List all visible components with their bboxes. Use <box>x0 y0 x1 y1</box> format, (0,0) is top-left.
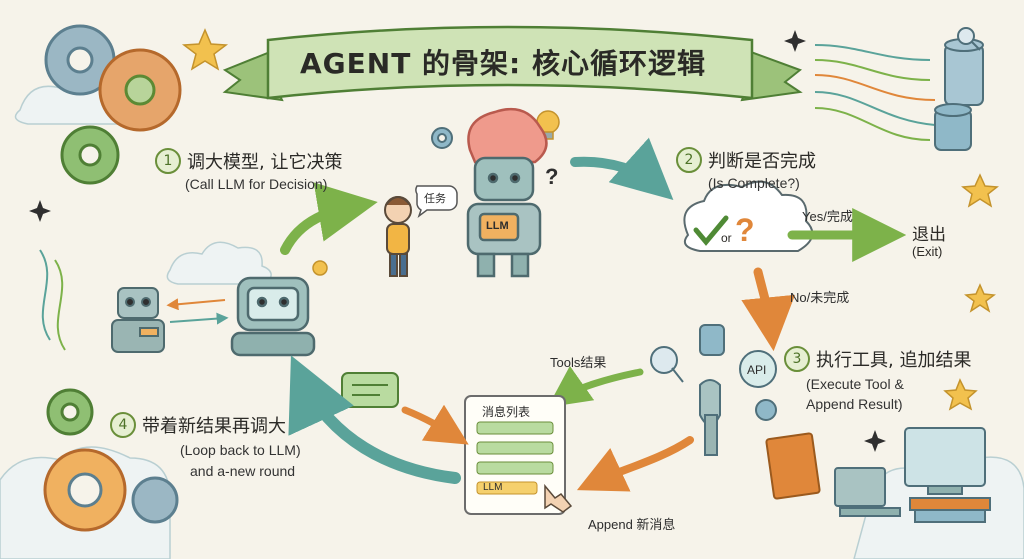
step-2-number: 2 <box>676 147 702 173</box>
data-stream-lines <box>814 44 936 141</box>
step-4-subtitle-line1: (Loop back to LLM) <box>180 442 301 458</box>
step-4-title-row: 4 带着新结果再调大 <box>110 412 286 438</box>
flow-arrow-to-decision <box>570 137 674 201</box>
step-1-title-row: 1 调大模型, 让它决策 <box>155 148 342 174</box>
llm-badge-label: LLM <box>486 220 509 232</box>
tool-cluster <box>650 324 777 456</box>
message-llm-row-label: LLM <box>483 482 503 493</box>
step-1-title: 调大模型, 让它决策 <box>187 152 343 173</box>
child-figure <box>384 196 412 277</box>
step-3-title: 执行工具, 追加结果 <box>816 350 972 371</box>
lightbulb-icon <box>312 110 560 276</box>
api-badge-label: API <box>747 363 767 377</box>
yes-label: Yes/完成 <box>802 209 853 224</box>
gear-icon <box>431 127 453 149</box>
decision-cloud <box>683 180 814 252</box>
gear-icon <box>43 388 179 532</box>
checkmark-icon <box>693 215 729 246</box>
step-1-number: 1 <box>155 148 181 174</box>
step-2-subtitle: (Is Complete?) <box>708 175 800 191</box>
tools-result-arrow <box>547 365 644 408</box>
flow-arrow-to-llm <box>280 182 378 255</box>
title-banner <box>222 25 803 102</box>
step-3-title-row: 3 执行工具, 追加结果 <box>784 346 971 372</box>
page-title: AGENT 的骨架: 核心循环逻辑 <box>300 47 707 80</box>
exit-subtitle: (Exit) <box>912 244 943 259</box>
step-4-title: 带着新结果再调大 <box>142 416 286 437</box>
step-3-subtitle-line2: Append Result) <box>806 396 903 412</box>
no-label: No/未完成 <box>790 290 850 305</box>
step-2-title-row: 2 判断是否完成 <box>676 147 816 173</box>
question-mark-icon: ? <box>735 212 755 248</box>
book-icon <box>765 432 821 500</box>
exit-title: 退出 <box>912 225 946 245</box>
chat-bubble-icon <box>341 372 399 408</box>
llm-question-mark-icon: ? <box>545 164 559 189</box>
big-robot <box>230 276 316 357</box>
task-bubble-label: 任务 <box>424 193 446 205</box>
database-icon <box>934 38 984 151</box>
hand-pointer-icon <box>544 483 573 513</box>
decision-or-label: or <box>721 231 732 245</box>
llm-robot <box>466 107 548 278</box>
no-arrow <box>741 267 796 352</box>
exchange-arrows <box>166 298 229 325</box>
star-decoration <box>181 28 999 411</box>
gear-icon <box>44 24 182 185</box>
step-3-subtitle-line1: (Execute Tool & <box>806 376 904 392</box>
step-3-number: 3 <box>784 346 810 372</box>
message-list-title: 消息列表 <box>482 405 531 419</box>
loop-back-arrow <box>288 355 461 484</box>
step-1-subtitle: (Call LLM for Decision) <box>185 176 328 192</box>
append-label: Append 新消息 <box>588 517 676 532</box>
sparkle-decoration <box>29 30 886 452</box>
small-robot <box>111 287 165 353</box>
task-speech-bubble <box>415 185 458 219</box>
append-arrow <box>576 436 694 492</box>
tools-result-label: Tools结果 <box>550 355 607 370</box>
stream-decoration <box>39 249 66 351</box>
computer-icon <box>834 427 991 523</box>
step-2-title: 判断是否完成 <box>708 151 816 172</box>
chat-to-list-arrow <box>401 404 469 445</box>
magnifier-icon <box>957 27 981 51</box>
step-4-number: 4 <box>110 412 136 438</box>
step-4-subtitle-line2: and a-new round <box>190 463 296 479</box>
message-list-panel <box>464 395 566 515</box>
